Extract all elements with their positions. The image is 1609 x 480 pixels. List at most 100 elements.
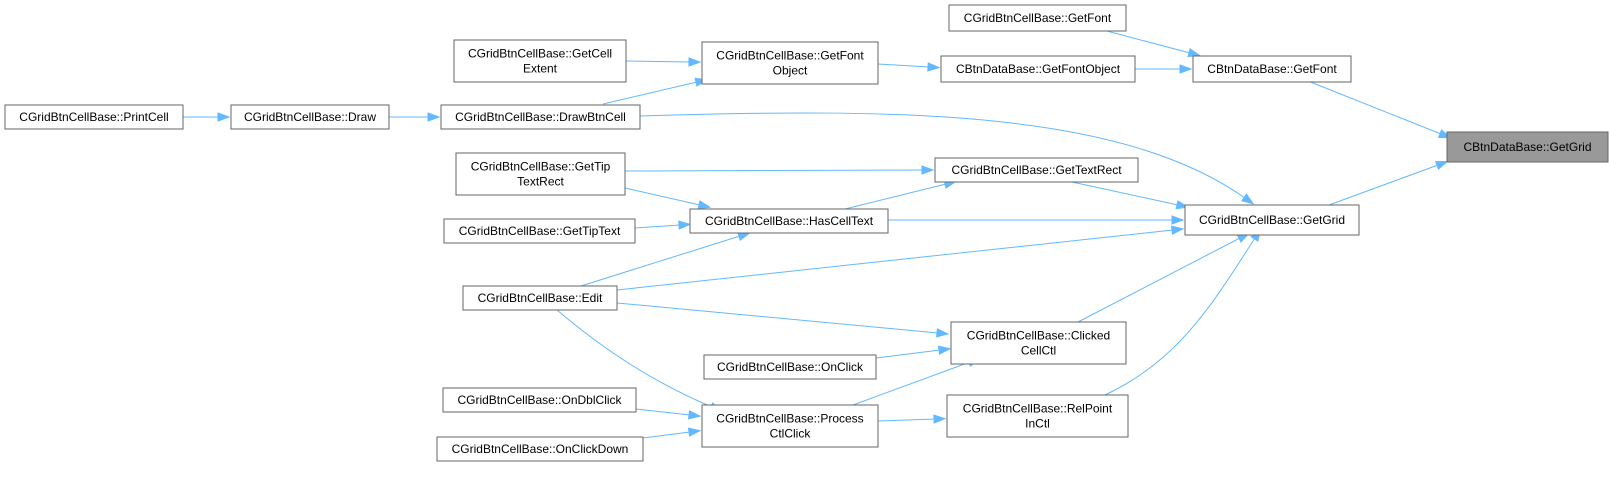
node-label: CGridBtnCellBase::DrawBtnCell xyxy=(455,110,626,124)
edge-line xyxy=(639,112,1246,199)
node-label: CGridBtnCellBase::GetTextRect xyxy=(951,163,1122,177)
edge-n14-to-n15 xyxy=(616,302,950,338)
edge-arrowhead xyxy=(937,345,952,355)
edge-line xyxy=(624,169,924,172)
node-box xyxy=(442,387,637,413)
node-box xyxy=(455,152,626,196)
node-label: CGridBtnCellBase::Draw xyxy=(244,110,376,124)
edge-arrowhead xyxy=(927,62,941,72)
node-n7[interactable]: CGridBtnCellBase::DrawBtnCell xyxy=(440,104,641,130)
node-label: CGridBtnCellBase::GetFont xyxy=(964,11,1112,25)
node-label: CGridBtnCellBase::GetGrid xyxy=(1199,213,1345,227)
edge-line xyxy=(642,431,691,439)
edge-n10-to-n2 xyxy=(1071,181,1190,210)
edge-line xyxy=(1071,181,1179,206)
node-box xyxy=(443,218,636,244)
edge-arrowhead xyxy=(687,427,702,437)
edge-line xyxy=(616,302,939,334)
edge-arrowhead xyxy=(217,112,231,122)
edge-n2-to-n0 xyxy=(1328,161,1449,206)
node-label: CBtnDataBase::GetGrid xyxy=(1463,140,1591,154)
edge-arrowhead xyxy=(678,220,692,230)
node-box xyxy=(689,208,889,234)
node-n19[interactable]: CGridBtnCellBase::OnClickDown xyxy=(436,436,644,462)
edge-line xyxy=(844,183,947,210)
node-label: CGridBtnCellBase::Edit xyxy=(478,291,603,305)
edge-line xyxy=(852,361,971,406)
edge-arrowhead xyxy=(737,231,751,241)
edge-n5-to-n4 xyxy=(877,62,941,72)
node-box xyxy=(934,157,1139,183)
edge-line xyxy=(635,408,691,416)
node-n4[interactable]: CBtnDataBase::GetFontObject xyxy=(940,55,1136,83)
node-label: CGridBtnCellBase::Clicked xyxy=(967,329,1110,343)
edge-n1-to-n0 xyxy=(1307,80,1452,139)
edge-n12-to-n10 xyxy=(844,179,958,210)
node-box xyxy=(436,436,644,462)
node-n18[interactable]: CGridBtnCellBase::OnDblClick xyxy=(442,387,637,413)
edge-line xyxy=(634,224,681,229)
node-label: CGridBtnCellBase::GetFont xyxy=(716,49,864,63)
node-label: CellCtl xyxy=(1021,344,1056,358)
edge-n15-to-n2 xyxy=(1077,232,1251,323)
edge-line xyxy=(1104,237,1256,396)
edge-line xyxy=(1077,237,1241,323)
edge-line xyxy=(1102,29,1191,54)
node-n10[interactable]: CGridBtnCellBase::GetTextRect xyxy=(934,157,1139,183)
node-label: CBtnDataBase::GetFontObject xyxy=(956,62,1121,76)
edge-n6-to-n5 xyxy=(625,57,702,67)
edge-arrowhead xyxy=(936,328,950,338)
node-label: TextRect xyxy=(517,175,564,189)
node-label: CGridBtnCellBase::GetTip xyxy=(471,160,611,174)
edge-n20-to-n2 xyxy=(1104,228,1262,396)
edge-n11-to-n10 xyxy=(624,165,935,175)
node-n12[interactable]: CGridBtnCellBase::HasCellText xyxy=(689,208,889,234)
node-label: InCtl xyxy=(1025,417,1050,431)
node-label: CGridBtnCellBase::OnClick xyxy=(717,360,864,374)
node-n8[interactable]: CGridBtnCellBase::Draw xyxy=(230,104,390,130)
node-n14[interactable]: CGridBtnCellBase::Edit xyxy=(462,285,618,311)
edge-n12-to-n2 xyxy=(888,215,1185,225)
node-n5[interactable]: CGridBtnCellBase::GetFontObject xyxy=(701,41,879,85)
edge-arrowhead xyxy=(1434,161,1449,170)
edge-n7-to-n2 xyxy=(639,112,1255,205)
edge-n3-to-n1 xyxy=(1102,29,1202,58)
node-box xyxy=(950,321,1127,365)
edge-line xyxy=(602,81,698,105)
node-label: CGridBtnCellBase::OnDblClick xyxy=(457,393,622,407)
node-n16[interactable]: CGridBtnCellBase::OnClick xyxy=(703,354,877,380)
edge-n9-to-n8 xyxy=(183,112,231,122)
node-n13[interactable]: CGridBtnCellBase::GetTipText xyxy=(443,218,636,244)
edge-arrowhead xyxy=(1179,64,1193,74)
node-box xyxy=(1192,55,1352,83)
node-box xyxy=(940,55,1136,83)
edge-arrowhead xyxy=(688,57,702,67)
node-n1[interactable]: CBtnDataBase::GetFont xyxy=(1192,55,1352,83)
node-label: CBtnDataBase::GetFont xyxy=(1207,62,1337,76)
node-label: CGridBtnCellBase::PrintCell xyxy=(19,110,168,124)
node-box xyxy=(948,4,1127,32)
edge-line xyxy=(875,349,941,359)
edge-arrowhead xyxy=(921,165,935,175)
edge-line xyxy=(616,229,1174,291)
node-label: CGridBtnCellBase::HasCellText xyxy=(705,214,874,228)
node-n0[interactable]: CBtnDataBase::GetGrid xyxy=(1446,131,1609,163)
node-n9[interactable]: CGridBtnCellBase::PrintCell xyxy=(4,104,184,130)
edge-n8-to-n7 xyxy=(389,112,441,122)
edge-arrowhead xyxy=(1241,193,1255,205)
edge-arrowhead xyxy=(697,200,712,210)
node-box xyxy=(453,39,627,83)
node-n3[interactable]: CGridBtnCellBase::GetFont xyxy=(948,4,1127,32)
node-box xyxy=(1446,131,1609,163)
node-box xyxy=(701,404,879,448)
node-box xyxy=(701,41,879,85)
node-n2[interactable]: CGridBtnCellBase::GetGrid xyxy=(1184,204,1360,236)
edge-line xyxy=(580,235,741,287)
edge-arrowhead xyxy=(687,410,702,420)
